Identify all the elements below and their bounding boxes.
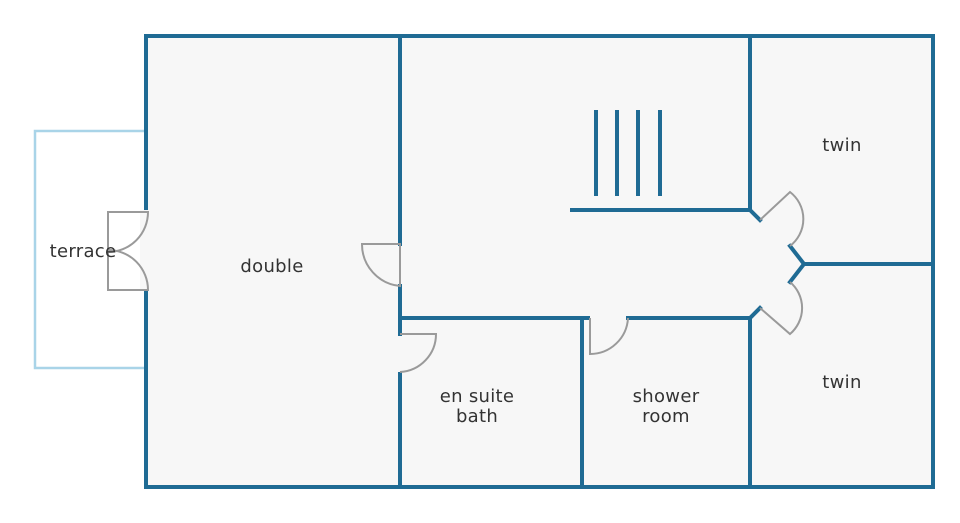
wall-angle-upper bbox=[747, 207, 763, 223]
shower-room-door bbox=[589, 317, 629, 356]
label-twin-upper: twin bbox=[822, 135, 861, 156]
terrace-outline bbox=[33, 129, 146, 370]
label-en-suite-line2: bath bbox=[456, 406, 498, 427]
doors bbox=[107, 190, 805, 373]
label-shower-line1: shower bbox=[633, 386, 700, 407]
label-terrace: terrace bbox=[50, 241, 117, 262]
terrace-door-upper bbox=[107, 211, 150, 254]
room-labels: terrace double twin twin en suite bath s… bbox=[50, 135, 862, 427]
terrace-area bbox=[33, 129, 146, 370]
label-double: double bbox=[240, 256, 303, 277]
terrace-door-lower bbox=[107, 248, 150, 291]
double-room-door bbox=[360, 243, 401, 288]
walls bbox=[144, 34, 935, 489]
stairs bbox=[594, 110, 662, 196]
terrace-floor bbox=[35, 131, 146, 368]
twin-lower-door bbox=[759, 281, 804, 336]
label-shower-line2: room bbox=[642, 406, 690, 427]
twin-upper-door bbox=[759, 190, 805, 247]
wall-angle-lower bbox=[747, 305, 763, 321]
ensuite-door bbox=[399, 333, 438, 373]
label-twin-lower: twin bbox=[822, 372, 861, 393]
label-en-suite-line1: en suite bbox=[440, 386, 515, 407]
